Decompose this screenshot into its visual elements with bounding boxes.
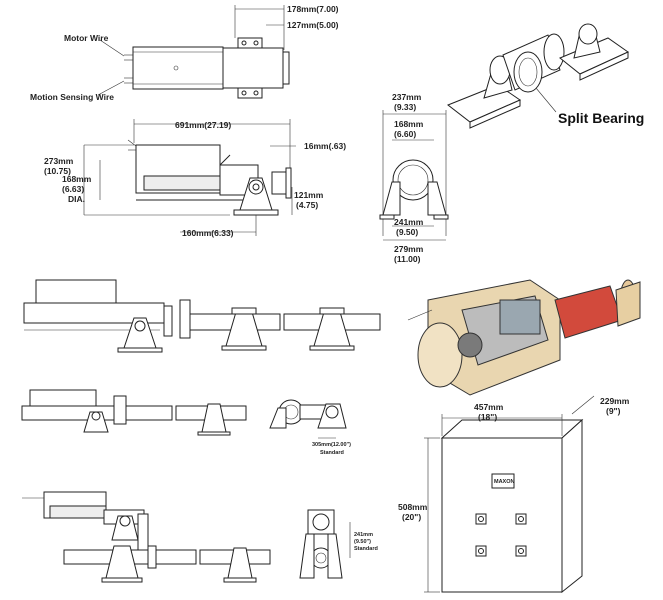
dim-panel-width-in: (18") <box>478 412 497 422</box>
standard-label-2: Standard <box>354 546 378 552</box>
dim-dia-label: DIA. <box>68 194 85 204</box>
dim-panel-width: 457mm <box>474 402 504 412</box>
dim-height-in: (10.75) <box>44 166 71 176</box>
assembly-bottom-view: 241mm (9.50") Standard <box>22 491 378 583</box>
panel-front-face <box>441 437 563 593</box>
dim-base-offset: 160mm(6.33) <box>182 228 234 238</box>
coupling-flange <box>179 299 191 339</box>
shaft-housing-top <box>222 47 284 89</box>
dim-height: 273mm <box>44 156 74 166</box>
dim-dia-in: (6.63) <box>62 184 84 194</box>
panel-top-face <box>440 419 584 439</box>
flange-top <box>282 51 290 85</box>
dim-top-width-bracket: 127mm(5.00) <box>287 20 339 30</box>
dim-shaft-height: 121mm <box>294 190 324 200</box>
dim-end-width-in: (9.33) <box>394 102 416 112</box>
dim-shaft-height-in: (4.75) <box>296 200 318 210</box>
dim-base-inner-in: (9.50) <box>396 227 418 237</box>
assembly-mid-view: 305mm(12.00") Standard <box>21 389 351 456</box>
dim-end-dia: 168mm <box>394 119 424 129</box>
cutaway-illustration <box>407 279 641 396</box>
end-cylinder <box>392 159 434 201</box>
dim-panel-depth-in: (9") <box>606 406 621 416</box>
dim-base-outer: 279mm <box>394 244 424 254</box>
dim-shaft: 16mm(.63) <box>304 141 346 151</box>
panel-logo-plate <box>491 473 515 489</box>
red-coupling <box>554 285 623 339</box>
dim-panel-depth: 229mm <box>600 396 630 406</box>
split-bearing-label: Split Bearing <box>558 110 644 126</box>
dim-end-width: 237mm <box>392 92 422 102</box>
side-elevation: 691mm(27.19) 273mm (10.75) 168mm (6.63) … <box>44 119 346 238</box>
dim-spacing-241-in: (9.50") <box>354 539 371 545</box>
dim-overall-length: 691mm(27.19) <box>175 120 231 130</box>
split-bearing-ring <box>513 51 543 93</box>
dim-end-dia-in: (6.60) <box>394 129 416 139</box>
bracket-top-upper <box>237 37 263 49</box>
standard-label-1: Standard <box>320 450 344 456</box>
split-bearing-isometric: Split Bearing <box>447 23 644 129</box>
dim-base-outer-in: (11.00) <box>394 254 421 264</box>
dim-panel-height-in: (20") <box>402 512 421 522</box>
top-view: Motor Wire Motion Sensing Wire 178mm(7.0… <box>30 4 339 102</box>
motor-wire-label: Motor Wire <box>64 33 109 43</box>
bracket-top-lower <box>237 87 263 99</box>
dim-spacing-241: 241mm <box>354 532 373 538</box>
dim-top-width-total: 178mm(7.00) <box>287 4 339 14</box>
assembly-long-view <box>23 279 381 353</box>
panel-side-face <box>561 418 583 594</box>
dim-spacing-305: 305mm(12.00") <box>312 442 351 448</box>
end-view-bottom: 241mm (9.50") Standard <box>299 509 378 579</box>
center-mark <box>173 65 179 71</box>
end-view-mid: 305mm(12.00") Standard <box>269 399 351 456</box>
panel-logo: MAXON <box>494 479 515 485</box>
motion-sensing-wire-label: Motion Sensing Wire <box>30 92 114 102</box>
dim-panel-height: 508mm <box>398 502 428 512</box>
end-view: 237mm (9.33) 168mm (6.60) 241mm (9.50) 2… <box>379 92 449 264</box>
dim-base-inner: 241mm <box>394 217 424 227</box>
dim-dia: 168mm <box>62 174 92 184</box>
control-panel-enclosure: MAXON 457mm (18") 229mm (9") 508mm (20") <box>398 395 630 594</box>
